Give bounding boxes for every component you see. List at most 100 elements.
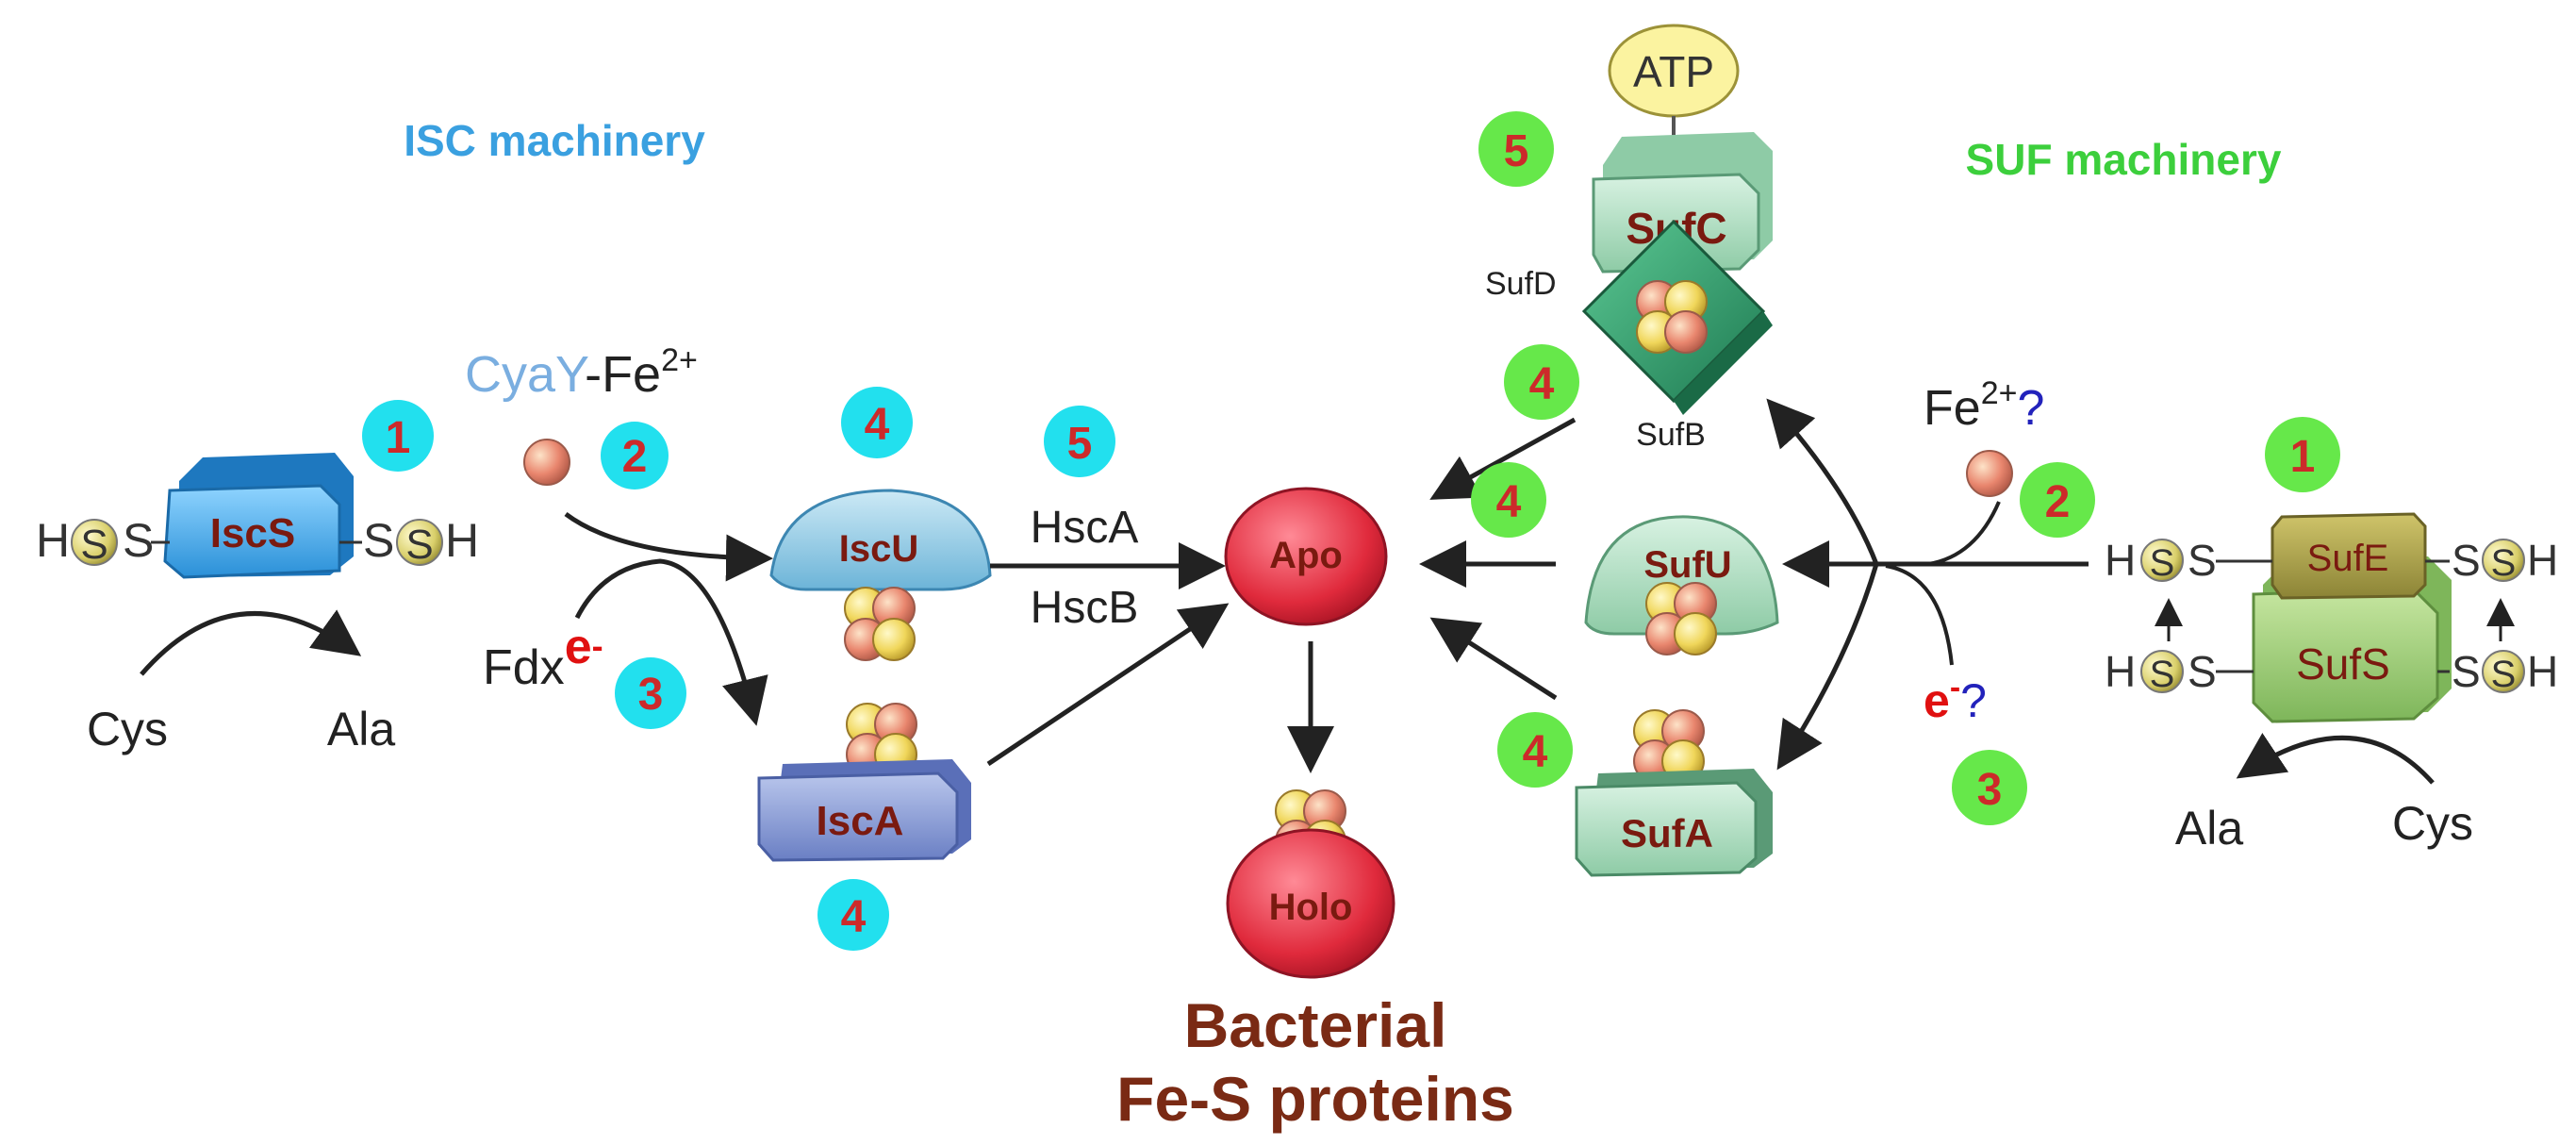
svg-text:ATP: ATP xyxy=(1633,47,1714,96)
atp-bubble: ATP xyxy=(1608,24,1740,118)
branch-to-sufbcd-arrow xyxy=(1766,398,1879,565)
iscs-protein: IscS xyxy=(163,453,354,579)
svg-text:SufE: SufE xyxy=(2307,538,2389,579)
sufd-label: SufD xyxy=(1485,266,1557,302)
svg-text:S: S xyxy=(2491,542,2517,584)
iscs-left-sulfur: S xyxy=(71,519,118,568)
suf-fe-ball xyxy=(1966,450,2013,497)
sufe-protein: SufE xyxy=(2271,512,2427,600)
suf-step-badge-2: 2 xyxy=(2020,462,2095,538)
suf-electron-arrow xyxy=(1885,564,1954,666)
isc-ala-label: Ala xyxy=(327,703,395,755)
sufe-left-h: H xyxy=(2105,536,2136,585)
iscu-fe-s-cluster xyxy=(844,587,916,661)
sufb-fe-s-cluster xyxy=(1636,280,1708,354)
isc-fe-ball xyxy=(523,439,570,486)
sufb-to-apo-arrow xyxy=(1429,417,1577,500)
center-title-line1: Bacterial xyxy=(1184,990,1447,1060)
fe-label: -Fe xyxy=(585,346,661,403)
sufe-left-s: S xyxy=(2188,536,2217,585)
suf-step-badge-1: 1 xyxy=(2265,417,2340,492)
svg-text:S: S xyxy=(2150,542,2175,584)
iscs-left-s: S xyxy=(123,514,154,567)
isca-protein: IscA xyxy=(757,759,971,862)
cyay-fe-label: CyaY-Fe2+ xyxy=(465,342,698,403)
svg-text:4: 4 xyxy=(1523,727,1548,777)
sufu-fe-s-cluster xyxy=(1645,582,1717,655)
svg-text:4: 4 xyxy=(1496,477,1522,527)
fe-charge: 2+ xyxy=(661,342,698,378)
sufa-step-badge-4: 4 xyxy=(1497,712,1573,788)
sufu-protein: SufU xyxy=(1584,515,1779,636)
svg-text:4: 4 xyxy=(841,892,867,942)
iscs-right-sulfur: S xyxy=(396,519,443,568)
suf-machinery-title: SUF machinery xyxy=(1966,135,2282,184)
svg-text:SufA: SufA xyxy=(1621,811,1713,855)
fdx-electron: e xyxy=(565,620,592,674)
sufs-right-h: H xyxy=(2527,647,2558,696)
svg-text:3: 3 xyxy=(1977,765,2003,815)
cyay-label: CyaY xyxy=(465,346,588,403)
isca-to-apo-arrow xyxy=(986,603,1230,767)
hsca-label: HscA xyxy=(1031,503,1139,553)
svg-text:SufS: SufS xyxy=(2296,639,2390,689)
holo-protein: Holo xyxy=(1226,828,1395,979)
suf-fe-question: ? xyxy=(2017,381,2044,436)
svg-text:IscA: IscA xyxy=(817,798,904,844)
suf-ala-label: Ala xyxy=(2175,802,2243,855)
sufb-step-badge-4: 4 xyxy=(1504,344,1579,420)
iscs-right-h: H xyxy=(445,514,479,567)
isc-fe-arrow xyxy=(564,511,773,582)
sufa-to-apo-arrow xyxy=(1429,617,1558,701)
sufb-label: SufB xyxy=(1636,417,1706,453)
apo-protein: Apo xyxy=(1224,487,1388,626)
svg-text:4: 4 xyxy=(865,400,890,450)
iscu-protein: IscU xyxy=(769,489,992,591)
isc-machinery-title: ISC machinery xyxy=(404,116,705,165)
svg-text:2: 2 xyxy=(2045,477,2071,527)
branch-to-sufa-arrow xyxy=(1776,563,1879,771)
iscs-right-s: S xyxy=(363,514,394,567)
isc-fdx-arrow xyxy=(574,558,768,726)
isca-step-badge-4: 4 xyxy=(817,879,889,951)
sufs-right-s: S xyxy=(2452,647,2481,696)
sufu-step-badge-4: 4 xyxy=(1471,462,1546,538)
svg-text:S: S xyxy=(405,522,433,568)
svg-text:IscU: IscU xyxy=(839,528,919,570)
sufe-right-h: H xyxy=(2527,536,2558,585)
fdx-label: Fdxe- xyxy=(483,620,603,695)
sufs-right-sulfur: S xyxy=(2482,650,2525,695)
suf-cys-label: Cys xyxy=(2392,797,2473,850)
svg-text:S: S xyxy=(2150,654,2175,695)
isc-step-badge-3: 3 xyxy=(615,657,686,729)
isc-step-badge-1: 1 xyxy=(362,400,434,472)
svg-text:5: 5 xyxy=(1504,126,1529,176)
center-title-line2: Fe-S proteins xyxy=(1116,1064,1514,1134)
suf-cys-to-ala-arrow xyxy=(2236,733,2435,785)
svg-text:Holo: Holo xyxy=(1269,887,1353,928)
isc-cys-label: Cys xyxy=(87,703,168,755)
svg-text:1: 1 xyxy=(386,413,411,463)
svg-text:S: S xyxy=(80,522,107,568)
suf-electron-label: e-? xyxy=(1924,670,1987,727)
sufc-step-badge-5: 5 xyxy=(1478,111,1554,187)
svg-text:2: 2 xyxy=(622,432,648,482)
suf-step-badge-3: 3 xyxy=(1952,750,2027,825)
svg-text:5: 5 xyxy=(1067,419,1093,469)
svg-text:3: 3 xyxy=(638,670,664,720)
sufs-left-h: H xyxy=(2105,647,2136,696)
svg-text:1: 1 xyxy=(2290,432,2316,482)
sufs-left-s: S xyxy=(2188,647,2217,696)
suf-fe-label: Fe2+? xyxy=(1924,375,2044,436)
isc-step-badge-2: 2 xyxy=(601,422,669,490)
svg-text:Apo: Apo xyxy=(1269,535,1343,576)
sufe-right-s: S xyxy=(2452,536,2481,585)
sufa-protein: SufA xyxy=(1575,769,1773,877)
svg-text:SufU: SufU xyxy=(1643,544,1731,586)
hscb-label: HscB xyxy=(1031,583,1139,633)
svg-text:4: 4 xyxy=(1529,359,1555,409)
svg-text:S: S xyxy=(2491,654,2517,695)
iscs-left-h: H xyxy=(36,514,70,567)
sufe-left-sulfur: S xyxy=(2140,539,2184,584)
